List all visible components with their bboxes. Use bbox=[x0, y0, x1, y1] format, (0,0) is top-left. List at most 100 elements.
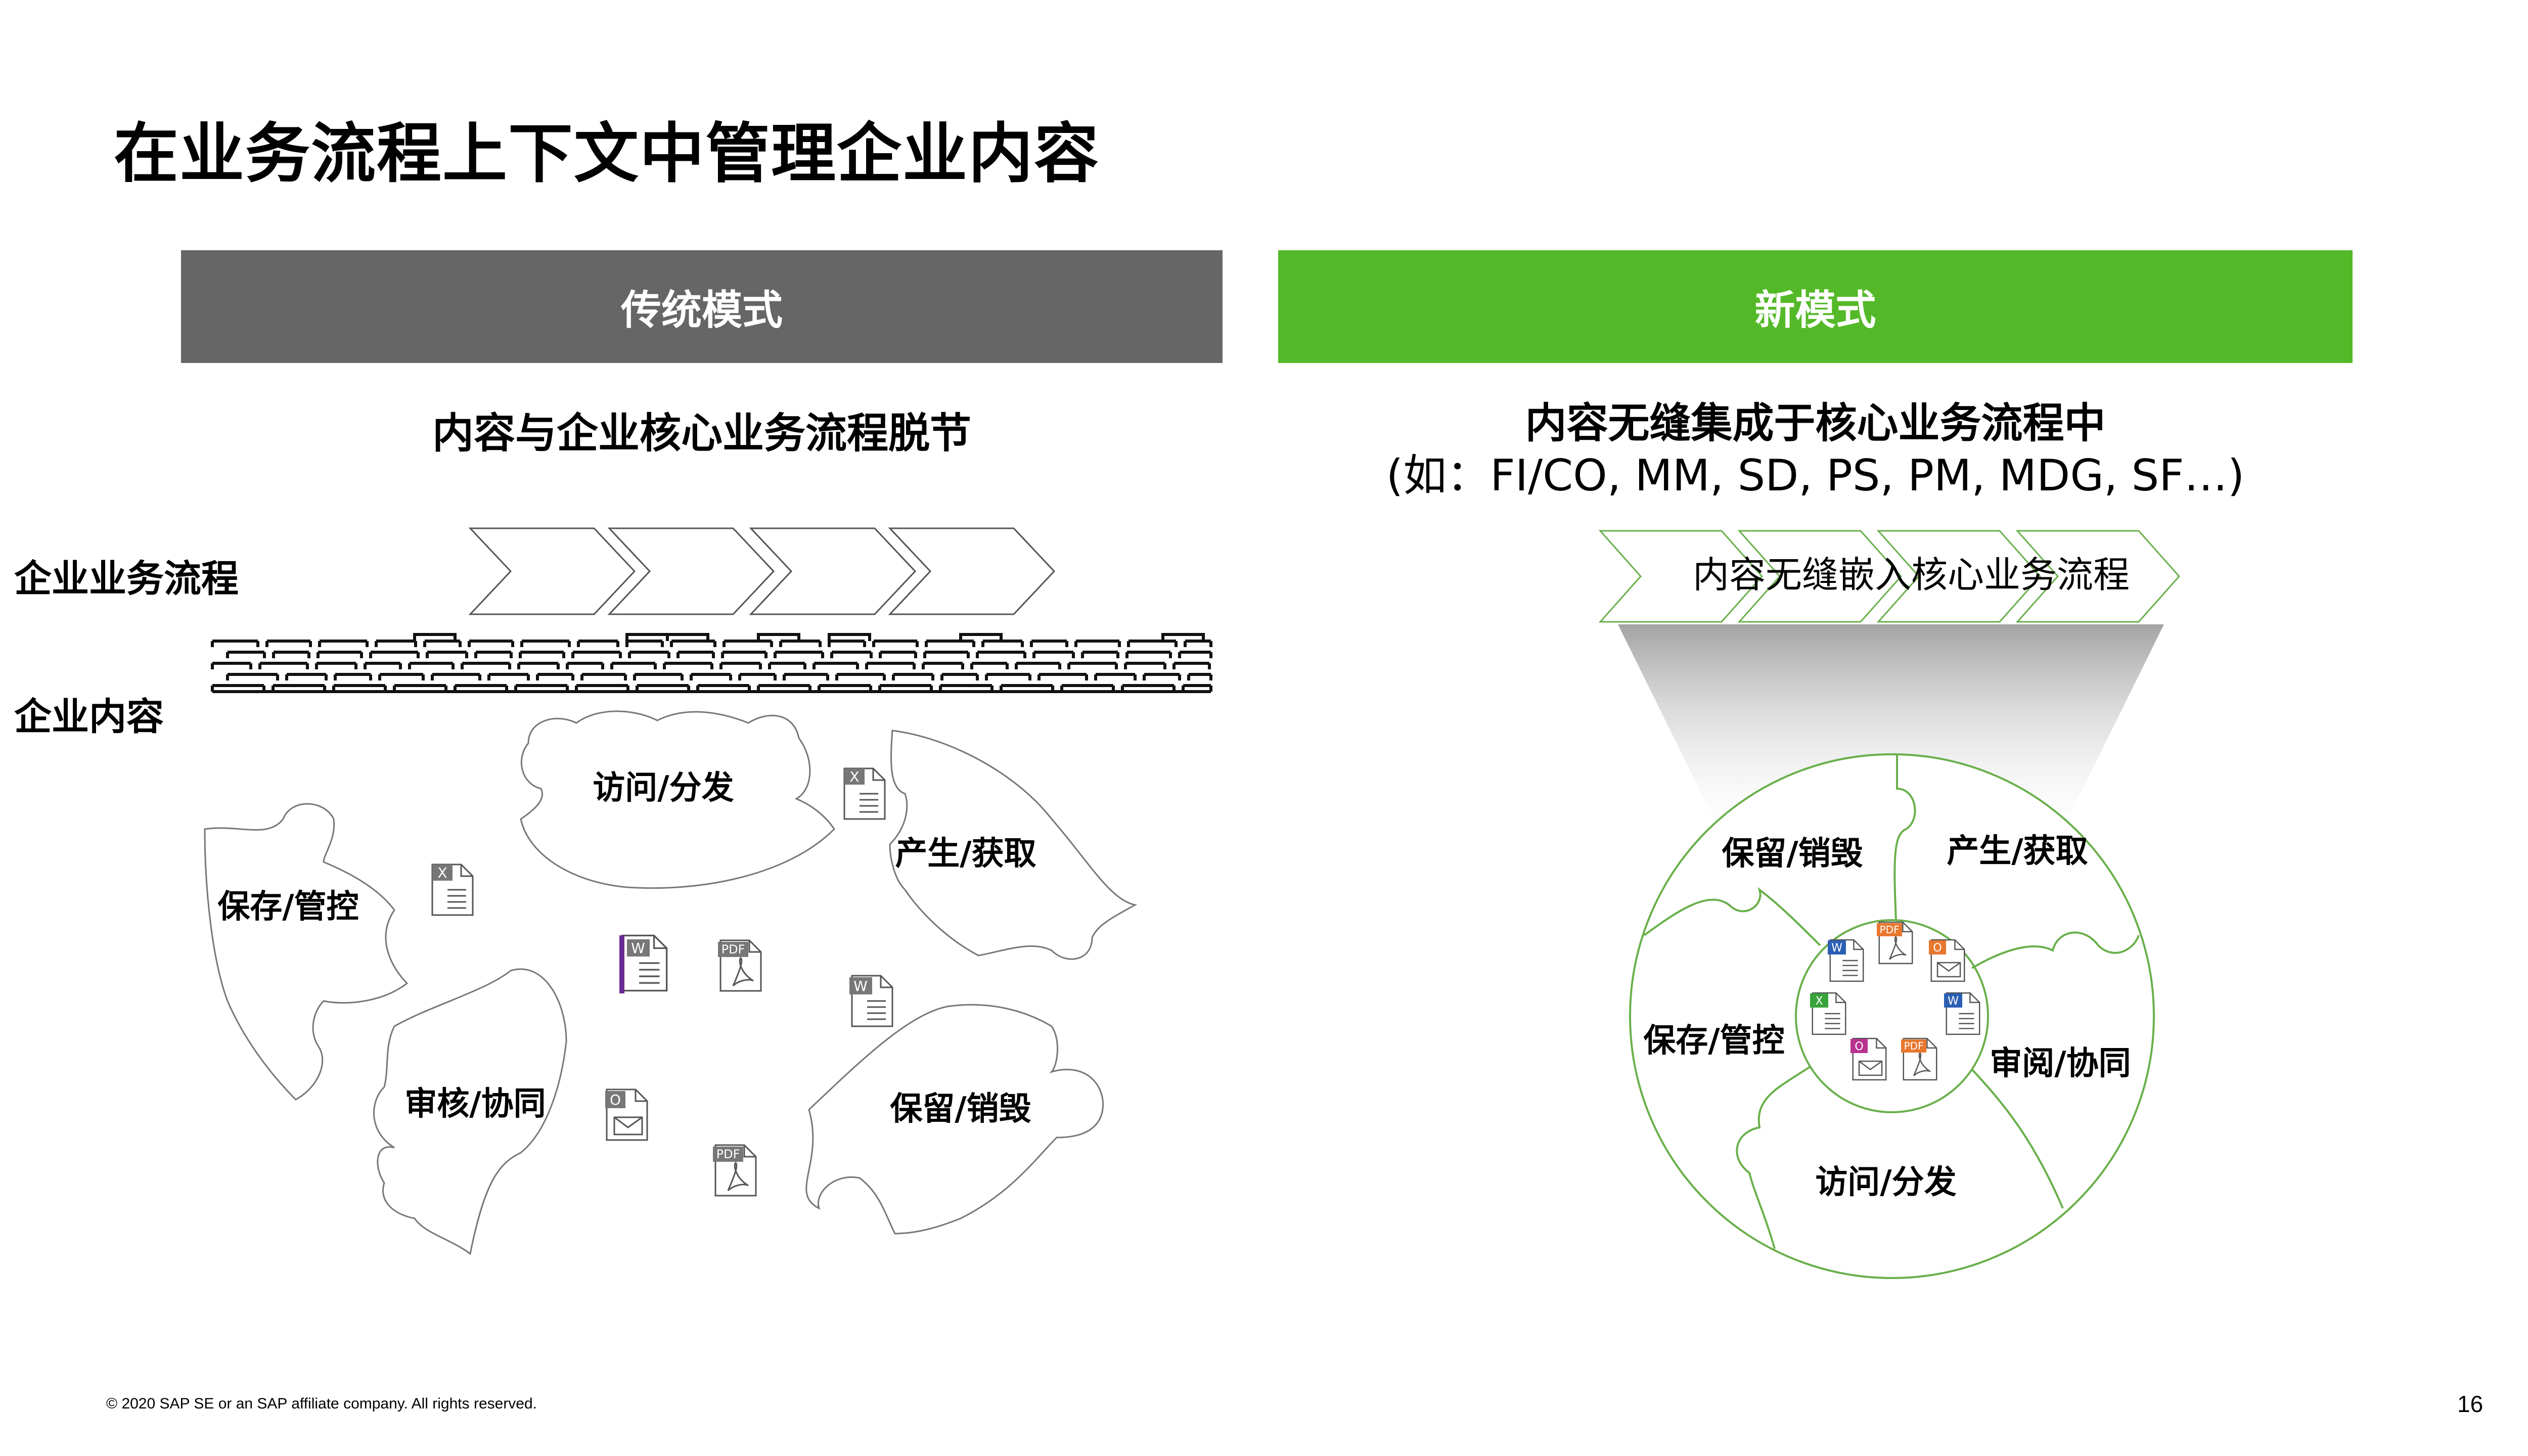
traditional-subtitle: 内容与企业核心业务流程脱节 bbox=[432, 410, 971, 458]
chain-link bbox=[378, 673, 425, 680]
seg-label-retain: 保存/管控 bbox=[1643, 1022, 1784, 1060]
chevron-g2 bbox=[1737, 530, 1903, 623]
chain-link bbox=[461, 662, 511, 669]
pdf-icon: PDF bbox=[1877, 921, 1913, 965]
chain-link bbox=[1187, 673, 1212, 680]
chain-link bbox=[1184, 640, 1212, 647]
label-review: 审核/协同 bbox=[404, 1085, 546, 1123]
pdf-icon: PDF bbox=[718, 939, 762, 992]
chain-link bbox=[536, 673, 574, 680]
chain-link bbox=[577, 640, 619, 647]
chain-link bbox=[610, 662, 657, 669]
svg-text:X: X bbox=[437, 864, 447, 881]
chain-link bbox=[865, 662, 916, 669]
new-mode-diagram: 内容无缝嵌入核心业务流程 W PDF O X W O bbox=[1598, 530, 2181, 1279]
chain-band bbox=[211, 633, 1212, 693]
chain-link bbox=[571, 651, 622, 658]
label-retain: 保存/管控 bbox=[217, 888, 358, 926]
chain-link bbox=[285, 673, 328, 680]
chain-link bbox=[690, 673, 732, 680]
svg-text:W: W bbox=[1948, 995, 1959, 1008]
chain-link bbox=[1094, 673, 1137, 680]
pdf-icon: PDF bbox=[713, 1144, 757, 1197]
chain-link bbox=[1172, 662, 1211, 669]
chain-link bbox=[364, 662, 402, 669]
word-icon: W bbox=[619, 934, 668, 993]
funnel bbox=[1618, 624, 2164, 829]
svg-text:O: O bbox=[610, 1091, 621, 1108]
word-icon: W bbox=[849, 975, 893, 1027]
chain-link bbox=[1124, 662, 1166, 669]
chain-link bbox=[1161, 633, 1205, 641]
svg-text:W: W bbox=[853, 978, 868, 994]
chain-link bbox=[835, 673, 886, 680]
divider-lower-left bbox=[1736, 1066, 1811, 1249]
svg-text:X: X bbox=[1815, 995, 1823, 1008]
divider-top bbox=[1893, 754, 1916, 921]
chain-link bbox=[334, 673, 372, 680]
divider-upper-right bbox=[1971, 931, 2140, 969]
process-chevrons-green bbox=[1598, 530, 2181, 623]
chain-link bbox=[1127, 640, 1178, 647]
chain-link bbox=[1081, 651, 1119, 658]
divider-upper-left bbox=[1643, 887, 1821, 946]
chain-link bbox=[940, 673, 979, 680]
seg-label-archive: 保留/销毁 bbox=[1722, 835, 1863, 873]
chain-link bbox=[723, 640, 773, 647]
svg-text:W: W bbox=[1831, 942, 1842, 954]
chain-link bbox=[981, 640, 1024, 647]
chevron-g4 bbox=[2015, 530, 2181, 623]
page-title: 在业务流程上下文中管理企业内容 bbox=[114, 116, 1100, 192]
piece-archive bbox=[805, 1004, 1104, 1235]
chain-link bbox=[413, 633, 457, 641]
chain-link bbox=[519, 651, 565, 658]
chain-link bbox=[783, 673, 829, 680]
chain-link bbox=[226, 651, 266, 658]
chain-link bbox=[666, 633, 709, 641]
chain-link bbox=[959, 633, 1003, 641]
pdf-icon: PDF bbox=[1901, 1037, 1937, 1081]
label-enterprise-content: 企业内容 bbox=[14, 695, 164, 739]
word-icon: W bbox=[1828, 939, 1864, 982]
outlook-icon: O bbox=[1929, 939, 1965, 982]
new-mode-examples: (如：FI/CO, MM, SD, PS, PM, MDG, SF…) bbox=[1386, 450, 2245, 501]
label-access: 访问/分发 bbox=[593, 769, 734, 807]
word-icon: W bbox=[1944, 992, 1980, 1035]
chain-link bbox=[670, 640, 716, 647]
chain-link bbox=[738, 673, 777, 680]
chain-link bbox=[580, 673, 627, 680]
chain-link bbox=[1015, 662, 1061, 669]
chain-link bbox=[1125, 651, 1172, 658]
chain-link bbox=[676, 651, 715, 658]
chain-link bbox=[923, 651, 970, 658]
chain-link bbox=[265, 640, 312, 647]
chain-link bbox=[408, 662, 455, 669]
new-mode-header: 新模式 bbox=[1278, 250, 2353, 363]
traditional-diagram: X X W PDF W O PDF 访问/分发 产生/获取 保存/管控 审核/协… bbox=[204, 527, 1212, 1255]
chevron-g1 bbox=[1598, 530, 1764, 623]
outlook-icon: O bbox=[1850, 1037, 1887, 1081]
chevron-2 bbox=[607, 527, 775, 615]
chain-link bbox=[922, 662, 964, 669]
seg-label-create: 产生/获取 bbox=[1947, 833, 2088, 870]
label-create: 产生/获取 bbox=[895, 835, 1036, 873]
svg-text:X: X bbox=[849, 768, 859, 785]
svg-text:O: O bbox=[1933, 942, 1942, 954]
chain-link bbox=[317, 651, 363, 658]
piece-access bbox=[520, 710, 835, 889]
chain-link bbox=[628, 651, 670, 658]
chain-link bbox=[872, 640, 919, 647]
chain-link bbox=[315, 662, 357, 669]
chain-link bbox=[431, 673, 481, 680]
chain-link bbox=[1143, 673, 1181, 680]
chain-link bbox=[1067, 662, 1118, 669]
chain-link bbox=[721, 651, 768, 658]
chain-link bbox=[474, 651, 513, 658]
chain-link bbox=[828, 633, 871, 641]
chain-link bbox=[633, 673, 684, 680]
chain-link bbox=[318, 640, 369, 647]
chain-link bbox=[925, 640, 975, 647]
chain-link bbox=[226, 673, 279, 680]
chain-link bbox=[258, 662, 309, 669]
seg-label-review: 审阅/协同 bbox=[1990, 1045, 2131, 1082]
